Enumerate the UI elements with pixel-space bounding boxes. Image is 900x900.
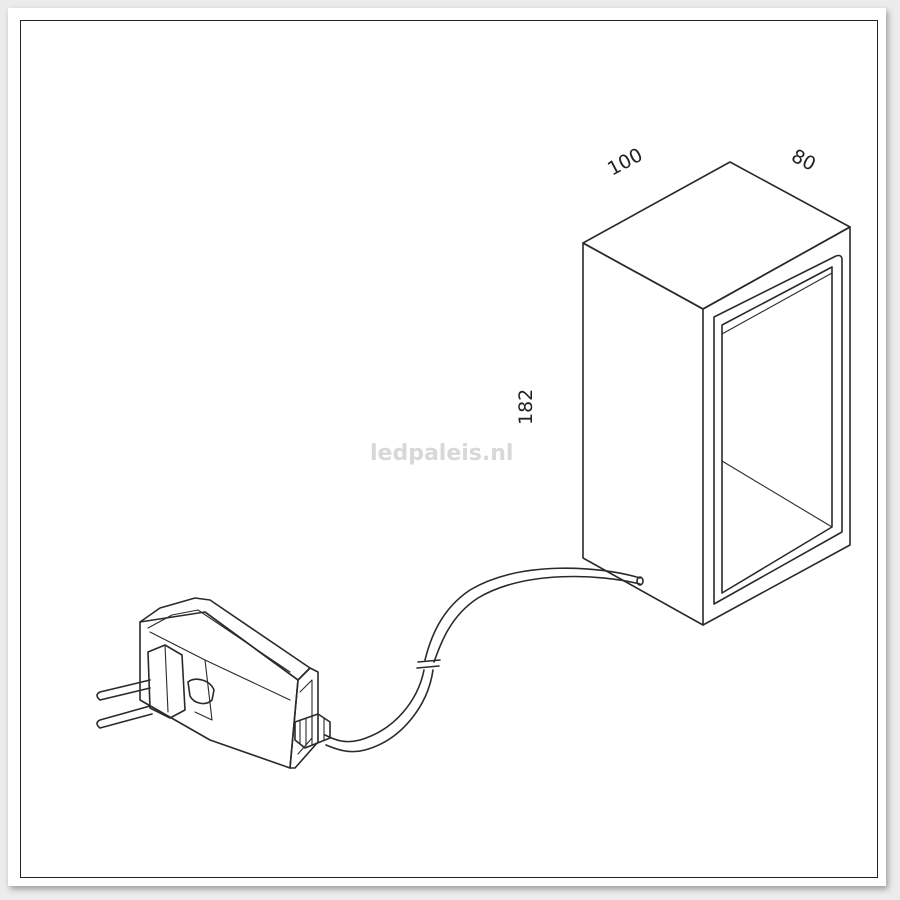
cable-break-mark-bottom	[416, 665, 440, 669]
plug-head-edge	[164, 644, 169, 713]
adapter-front-inner	[297, 679, 313, 755]
cable-break-mark-top	[417, 659, 441, 663]
power-adapter	[96, 597, 331, 769]
cable-lower-outline-a	[324, 669, 425, 743]
adapter-top-bevel	[147, 609, 291, 673]
box-left-face	[582, 242, 704, 626]
box-opening-inner-rim	[721, 266, 833, 594]
box-top-face	[582, 161, 851, 310]
adapter-side-ridge	[204, 659, 291, 701]
adapter-latch	[187, 678, 215, 705]
cable-end-cap	[636, 576, 644, 586]
dimension-width-label: 100	[604, 144, 646, 180]
power-cable	[324, 567, 644, 753]
adapter-side-recess	[149, 631, 213, 721]
dimension-height-label: 182	[515, 389, 537, 425]
box-right-face	[702, 226, 851, 626]
adapter-side-face	[139, 611, 299, 769]
wall-light-box	[582, 161, 851, 626]
box-inner-depth-line	[721, 460, 833, 528]
cable-lower-outline-b	[325, 669, 434, 753]
plug-pin-upper	[96, 679, 151, 701]
box-opening-outer-rim	[713, 254, 843, 605]
box-inner-top-shade	[721, 272, 833, 335]
watermark-text: ledpaleis.nl	[370, 441, 513, 466]
plug-pin-lower	[96, 705, 153, 729]
cable-strain-relief	[294, 713, 331, 749]
cable-upper-outline-a	[424, 567, 641, 661]
dimension-depth-label: 80	[788, 145, 820, 176]
drawing-frame	[20, 20, 878, 878]
plug-pins	[96, 679, 153, 729]
cable-upper-outline-b	[433, 575, 641, 663]
